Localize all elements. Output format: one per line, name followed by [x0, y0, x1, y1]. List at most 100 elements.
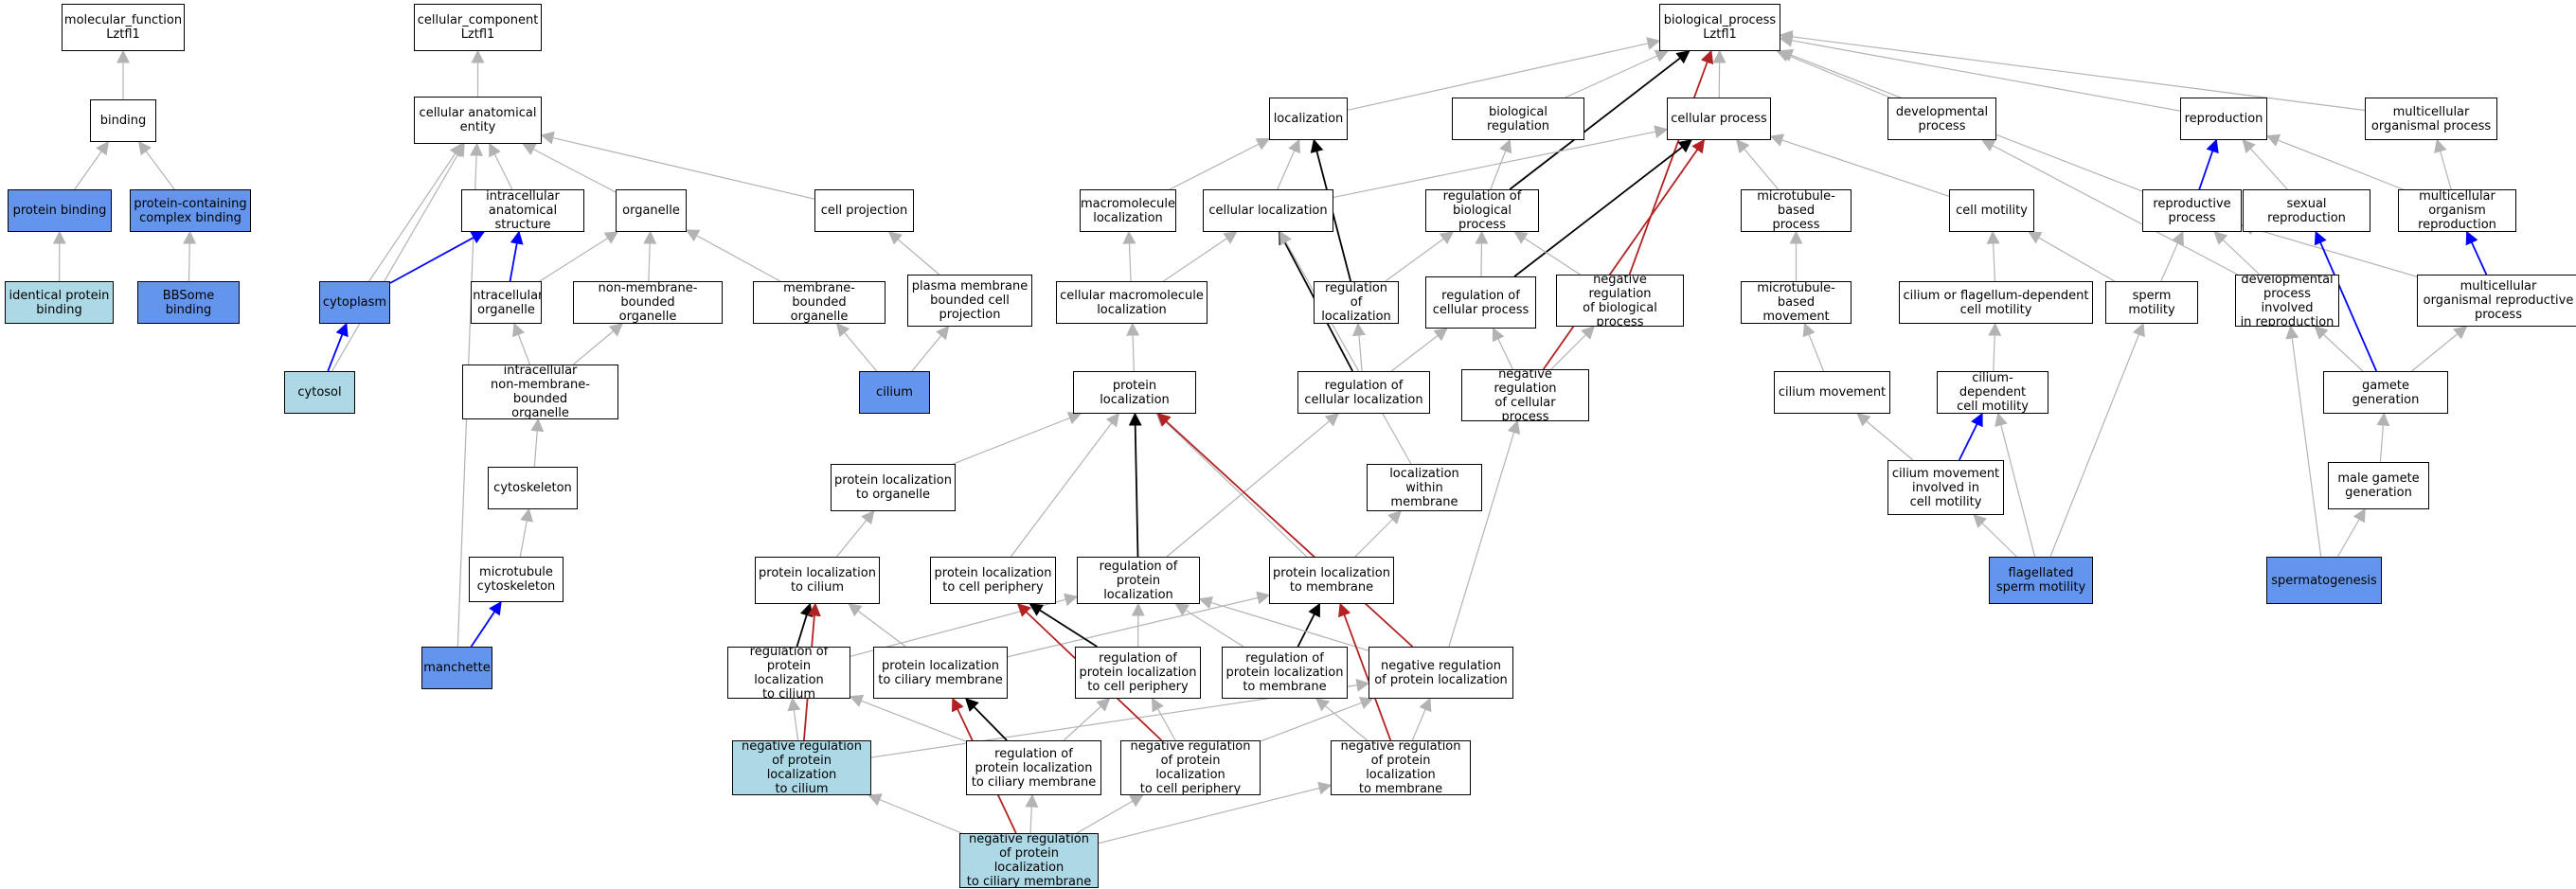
term-node-cilium[interactable]: cilium: [859, 371, 930, 414]
term-node-rplc[interactable]: regulation of protein localization to ci…: [727, 647, 850, 699]
term-node-plmem[interactable]: protein localization to membrane: [1269, 557, 1394, 604]
term-node-cfdcm[interactable]: cilium or flagellum-dependent cell motil…: [1899, 281, 2093, 324]
term-node-plcm[interactable]: protein localization to ciliary membrane: [873, 647, 1008, 699]
term-node-spmot[interactable]: sperm motility: [2105, 281, 2198, 324]
term-node-mtbp[interactable]: microtubule-based process: [1741, 189, 1852, 232]
edge-rplm-plmem: [1297, 602, 1321, 648]
edge-ploc-cmml: [1126, 322, 1140, 372]
term-node-cc[interactable]: cellular_component Lztfl1: [414, 4, 542, 51]
term-node-nrpl[interactable]: negative regulation of protein localizat…: [1368, 647, 1513, 699]
term-node-iorg[interactable]: intracellular organelle: [471, 281, 542, 324]
term-node-organelle[interactable]: organelle: [616, 189, 687, 232]
term-node-cae[interactable]: cellular anatomical entity: [414, 97, 542, 144]
term-node-cytoskeleton[interactable]: cytoskeleton: [488, 467, 578, 509]
edge-plcil-plorg: [835, 509, 875, 558]
edge-cilium-pmbcp: [911, 325, 950, 372]
term-node-binding[interactable]: binding: [90, 99, 156, 142]
edge-nrplm-nrpl: [1411, 697, 1432, 741]
term-node-pccb[interactable]: protein-containing complex binding: [130, 189, 251, 232]
term-node-rproc[interactable]: reproductive process: [2142, 189, 2242, 232]
term-node-manchette[interactable]: manchette: [421, 647, 492, 689]
term-node-cproc[interactable]: cellular process: [1667, 98, 1771, 140]
edge-pccb-binding: [137, 140, 175, 190]
term-node-breg[interactable]: biological regulation: [1452, 98, 1584, 140]
term-node-bbs[interactable]: BBSome binding: [137, 281, 240, 324]
term-node-rpl[interactable]: regulation of protein localization: [1077, 557, 1200, 604]
edge-nrplc-rplc: [787, 697, 801, 741]
term-node-ploc[interactable]: protein localization: [1073, 371, 1196, 414]
term-node-nmbo[interactable]: non-membrane-bounded organelle: [573, 281, 723, 324]
term-node-bp[interactable]: biological_process Lztfl1: [1659, 4, 1780, 51]
term-node-cytoplasm[interactable]: cytoplasm: [319, 281, 390, 324]
edge-rcloc-rcp: [1390, 328, 1448, 372]
term-node-mop[interactable]: multicellular organismal process: [2365, 98, 2497, 140]
edge-rplcp-plcp: [1029, 603, 1098, 648]
term-node-repro[interactable]: reproduction: [2180, 98, 2267, 140]
term-node-nrcp[interactable]: negative regulation of cellular process: [1461, 369, 1589, 421]
edge-cproc-bp: [1712, 49, 1726, 98]
term-node-plorg[interactable]: protein localization to organelle: [831, 464, 956, 511]
term-node-spgen[interactable]: spermatogenesis: [2266, 557, 2382, 604]
term-node-srep[interactable]: sexual reproduction: [2243, 189, 2370, 232]
edge-nrpl-rpl: [1198, 596, 1369, 651]
term-node-rplcm[interactable]: regulation of protein localization to ci…: [966, 740, 1101, 795]
term-node-mgg[interactable]: male gamete generation: [2328, 462, 2429, 509]
term-node-nrplcm[interactable]: negative regulation of protein localizat…: [959, 833, 1099, 888]
term-node-fsm[interactable]: flagellated sperm motility: [1989, 557, 2093, 604]
term-node-nrplm[interactable]: negative regulation of protein localizat…: [1331, 740, 1471, 795]
term-node-nrplcp[interactable]: negative regulation of protein localizat…: [1120, 740, 1261, 795]
edge-bbs-pccb: [183, 230, 197, 282]
term-node-morp[interactable]: multicellular organismal reproductive pr…: [2417, 275, 2576, 327]
term-node-ipb[interactable]: identical protein binding: [5, 281, 114, 324]
term-node-devp[interactable]: developmental process: [1887, 98, 1996, 140]
edge-nrplm-rplm: [1315, 698, 1368, 741]
term-node-cmicm[interactable]: cilium movement involved in cell motilit…: [1887, 460, 2004, 515]
term-node-rloc[interactable]: regulation of localization: [1314, 281, 1399, 324]
term-node-mbo[interactable]: membrane-bounded organelle: [753, 281, 886, 324]
term-node-lwm[interactable]: localization within membrane: [1367, 464, 1482, 511]
term-node-ias[interactable]: intracellular anatomical structure: [461, 189, 584, 232]
term-node-cloc[interactable]: cellular localization: [1203, 189, 1333, 232]
edge-cytosol-cytoplasm: [327, 322, 349, 372]
term-node-cdcm[interactable]: cilium-dependent cell motility: [1937, 371, 2048, 414]
term-node-plcp[interactable]: protein localization to cell periphery: [930, 557, 1056, 604]
term-node-cmov[interactable]: cilium movement: [1774, 371, 1890, 414]
term-node-pb[interactable]: protein binding: [8, 189, 112, 232]
term-node-mor[interactable]: multicellular organism reproduction: [2398, 189, 2516, 232]
term-node-cmot[interactable]: cell motility: [1949, 189, 2034, 232]
term-node-rbp[interactable]: regulation of biological process: [1425, 189, 1539, 232]
term-node-pmbcp[interactable]: plasma membrane bounded cell projection: [907, 275, 1032, 327]
edge-morp-rproc: [2240, 222, 2418, 277]
term-node-nrbp[interactable]: negative regulation of biological proces…: [1556, 275, 1684, 327]
term-node-dpir[interactable]: developmental process involved in reprod…: [2235, 275, 2339, 327]
term-node-cmml[interactable]: cellular macromolecule localization: [1056, 281, 1208, 324]
term-node-rplcp[interactable]: regulation of protein localization to ce…: [1075, 647, 1201, 699]
term-node-plcil[interactable]: protein localization to cilium: [755, 557, 880, 604]
term-node-rplm[interactable]: regulation of protein localization to me…: [1222, 647, 1348, 699]
edge-dpir-rproc: [2213, 231, 2261, 276]
edge-repro-bp: [1779, 33, 2181, 112]
term-node-cytosol[interactable]: cytosol: [284, 371, 355, 414]
edge-nrplcm-nrplc: [868, 793, 962, 834]
edge-rcp-cproc: [1513, 139, 1692, 277]
edge-pb-binding: [74, 140, 109, 190]
term-node-rcloc[interactable]: regulation of cellular localization: [1297, 371, 1430, 414]
edge-mop-bp: [1779, 29, 2366, 112]
term-node-loc[interactable]: localization: [1269, 98, 1348, 140]
edge-pmbcp-cproj: [887, 231, 940, 276]
edge-nrpl-ploc: [1156, 413, 1414, 648]
term-node-inmbo[interactable]: intracellular non-membrane-bounded organ…: [462, 364, 618, 419]
term-node-ggen[interactable]: gamete generation: [2323, 371, 2448, 414]
term-node-mtbm[interactable]: microtubule-based movement: [1741, 281, 1852, 324]
term-node-cproj[interactable]: cell projection: [814, 189, 914, 232]
edge-rbp-breg: [1490, 138, 1512, 190]
edge-rcloc-rloc: [1351, 322, 1366, 372]
edge-nrplcp-nrpl: [1260, 696, 1374, 742]
term-node-rcp[interactable]: regulation of cellular process: [1425, 276, 1536, 329]
term-node-nrplc[interactable]: negative regulation of protein localizat…: [732, 740, 871, 795]
term-node-mf[interactable]: molecular_function Lztfl1: [62, 4, 185, 51]
edge-cfdcm-cmot: [1986, 230, 2000, 282]
term-node-mml[interactable]: macromolecule localization: [1080, 189, 1176, 232]
term-node-mtcs[interactable]: microtubule cytoskeleton: [469, 557, 564, 602]
